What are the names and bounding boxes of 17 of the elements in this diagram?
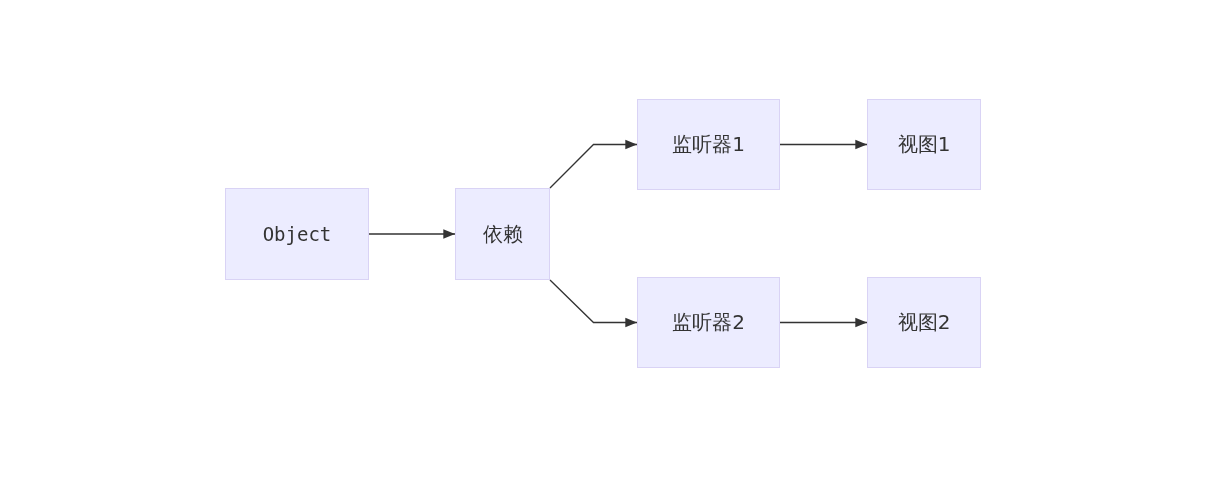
node-label: 依赖 xyxy=(482,220,523,248)
node-label: 视图2 xyxy=(897,309,951,336)
process-box xyxy=(867,99,981,190)
arrow xyxy=(779,139,868,150)
arrow xyxy=(779,317,868,328)
arrow xyxy=(549,139,638,189)
process-box xyxy=(637,277,780,368)
process-box xyxy=(455,188,550,280)
process-box xyxy=(225,188,369,280)
node-label: 视图1 xyxy=(897,131,951,158)
node-label: Object xyxy=(262,223,332,245)
node-label: 监听器1 xyxy=(672,131,745,158)
process-box xyxy=(867,277,981,368)
process-box xyxy=(637,99,780,190)
node-label: 监听器2 xyxy=(672,309,745,336)
arrow xyxy=(368,229,456,239)
arrow xyxy=(549,279,638,328)
